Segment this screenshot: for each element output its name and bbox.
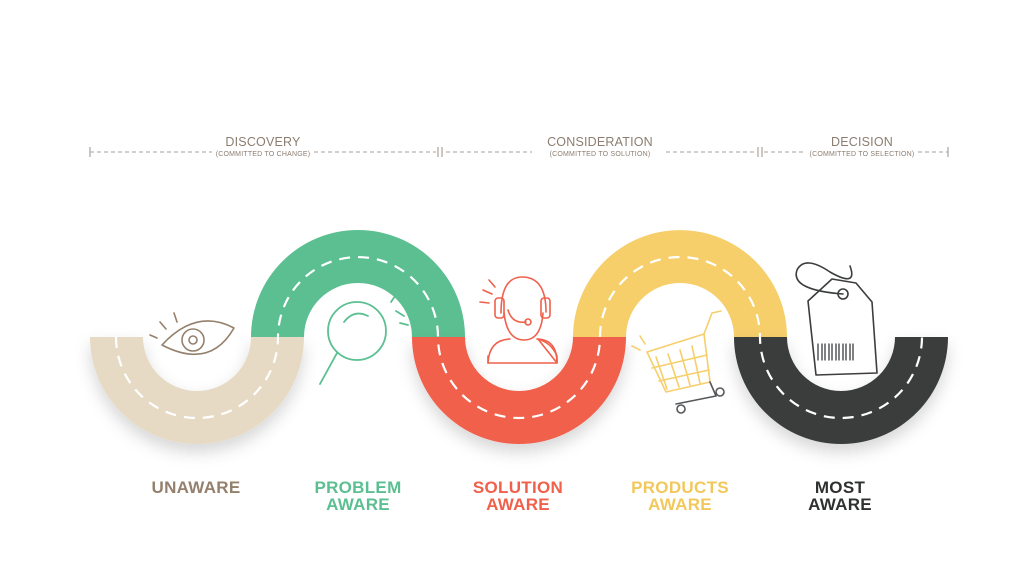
phase-discovery: DISCOVERY (COMMITTED TO CHANGE) — [202, 135, 324, 158]
price-tag-icon — [795, 262, 878, 376]
road-segment-unaware — [90, 337, 304, 444]
stage-label-line: MOST — [814, 478, 866, 497]
phase-title: CONSIDERATION — [547, 135, 653, 149]
stage-label-products-aware: PRODUCTS AWARE — [600, 479, 760, 513]
stage-label-problem-aware: PROBLEM AWARE — [278, 479, 438, 513]
stage-label-line: SOLUTION — [472, 478, 564, 497]
phase-consideration: CONSIDERATION (COMMITTED TO SOLUTION) — [530, 135, 670, 158]
stage-label-line: AWARE — [808, 495, 872, 514]
phase-title: DECISION — [830, 135, 894, 149]
stage-label-line: AWARE — [326, 495, 390, 514]
phase-title: DISCOVERY — [225, 135, 301, 149]
phase-subtitle: (COMMITTED TO SOLUTION) — [549, 151, 651, 158]
road-segment-problem-aware — [251, 230, 465, 337]
phase-subtitle: (COMMITTED TO SELECTION) — [809, 151, 915, 158]
stage-label-line: UNAWARE — [151, 478, 241, 497]
road-segment-most-aware — [734, 337, 948, 444]
road-center-dashes — [114, 255, 924, 420]
road-segment-products-aware — [573, 230, 787, 337]
eye-icon — [149, 312, 235, 356]
stage-label-line: PRODUCTS — [631, 478, 729, 497]
stage-label-line: PROBLEM — [314, 478, 402, 497]
stage-label-most-aware: MOST AWARE — [760, 479, 920, 513]
phase-decision: DECISION (COMMITTED TO SELECTION) — [800, 135, 924, 158]
phase-tick-marks — [89, 147, 949, 157]
stage-label-unaware: UNAWARE — [116, 479, 276, 496]
shopping-cart-icon — [631, 310, 725, 414]
phase-subtitle: (COMMITTED TO CHANGE) — [215, 151, 311, 158]
stage-label-solution-aware: SOLUTION AWARE — [438, 479, 598, 513]
road-segment-solution-aware — [412, 337, 626, 444]
support-agent-icon — [479, 276, 558, 364]
stage-label-line: AWARE — [486, 495, 550, 514]
stage-label-line: AWARE — [648, 495, 712, 514]
magnifier-icon — [319, 295, 409, 385]
